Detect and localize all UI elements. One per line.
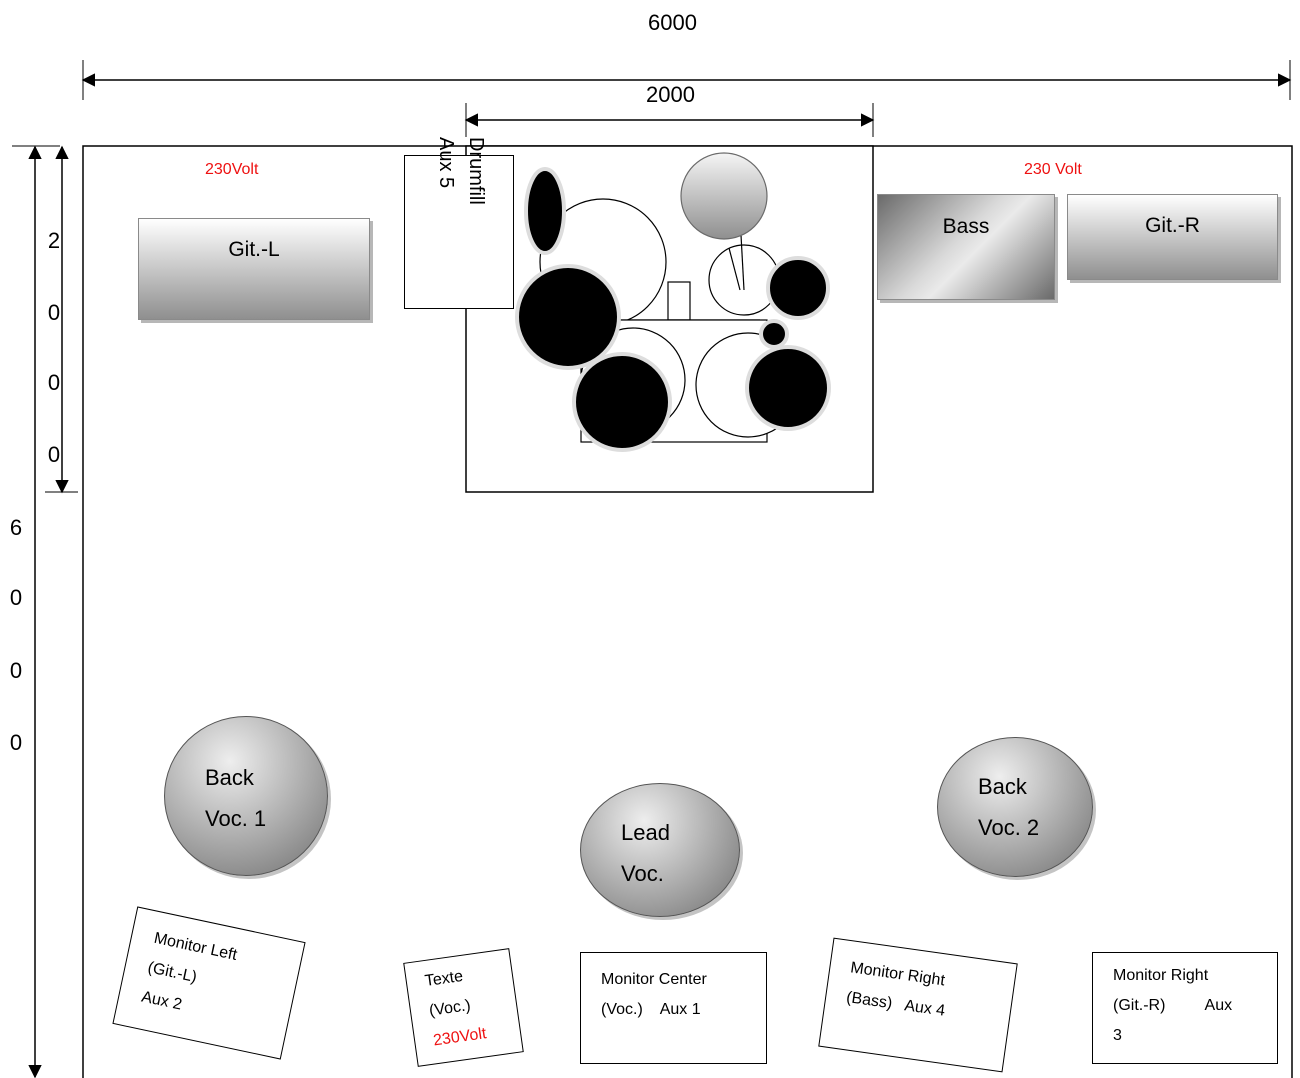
riser-width-label: 2000 [646, 82, 695, 107]
monitor-texte: Texte (Voc.) 230Volt [403, 948, 524, 1067]
riser-depth-digit: 0 [47, 442, 61, 467]
power-label-right: 230 Volt [1024, 161, 1082, 178]
riser-depth-digit: 0 [47, 370, 61, 395]
monitor-right-git-line3: 3 [1113, 1027, 1122, 1044]
drumfill-aux: Aux 5 [435, 137, 457, 189]
mic-lead-voc-line2: Voc. [621, 861, 664, 886]
amp-bass-label: Bass [942, 215, 990, 238]
stage-depth-digit: 0 [9, 730, 23, 755]
mic-back-voc-2-line1: Back [978, 774, 1027, 799]
stage-width-dimension-line [81, 60, 1292, 100]
tom-small-left [524, 167, 566, 255]
cymbal-ride [680, 152, 768, 240]
drum-throne [667, 281, 691, 321]
mic-lead-voc-line1: Lead [621, 820, 670, 845]
stage-depth-dimension-line [12, 145, 60, 1078]
amp-git-l: Git.-L [138, 218, 370, 320]
stage-depth-digit: 6 [9, 515, 23, 540]
riser-depth-digit: 0 [47, 300, 61, 325]
monitor-center: Monitor Center (Voc.) Aux 1 [580, 952, 767, 1064]
amp-git-r-label: Git.-R [1145, 214, 1200, 237]
monitor-right-git: Monitor Right (Git.-R) Aux 3 [1092, 952, 1278, 1064]
floor-tom-right [745, 345, 831, 431]
drumfill-box: Drumfill Aux 5 [404, 137, 514, 309]
mic-back-voc-1-line1: Back [205, 765, 254, 790]
stage-depth-digit: 0 [9, 658, 23, 683]
stage-width-label: 6000 [648, 10, 697, 35]
stage-depth-digit: 0 [9, 585, 23, 610]
mic-back-voc-2: Back Voc. 2 [937, 737, 1093, 877]
drumfill-title: Drumfill [465, 137, 487, 205]
monitor-center-line2: (Voc.) Aux 1 [601, 1001, 701, 1018]
floor-tom-front [572, 352, 672, 452]
drumfill-text: Drumfill Aux 5 [427, 131, 491, 285]
mic-back-voc-2-line2: Voc. 2 [978, 815, 1040, 840]
riser-width-dimension-line [464, 103, 875, 137]
mic-back-voc-1: Back Voc. 1 [164, 716, 328, 876]
amp-git-l-label: Git.-L [228, 238, 280, 261]
tom-right-small [759, 319, 789, 349]
power-label-left: 230Volt [205, 161, 259, 178]
monitor-center-line1: Monitor Center [601, 971, 707, 988]
floor-tom-left [515, 264, 621, 370]
amp-git-r: Git.-R [1067, 194, 1278, 280]
monitor-right-git-line2: (Git.-R) Aux [1113, 997, 1233, 1014]
drum-toms [515, 167, 831, 452]
monitor-right-git-line1: Monitor Right [1113, 967, 1209, 984]
riser-depth-digit: 2 [47, 228, 61, 253]
mic-back-voc-1-line2: Voc. 1 [205, 806, 267, 831]
mic-lead-voc: Lead Voc. [580, 783, 740, 917]
amp-bass: Bass [877, 194, 1055, 300]
tom-right-upper [766, 256, 830, 320]
riser-depth-dimension-line [45, 145, 78, 494]
